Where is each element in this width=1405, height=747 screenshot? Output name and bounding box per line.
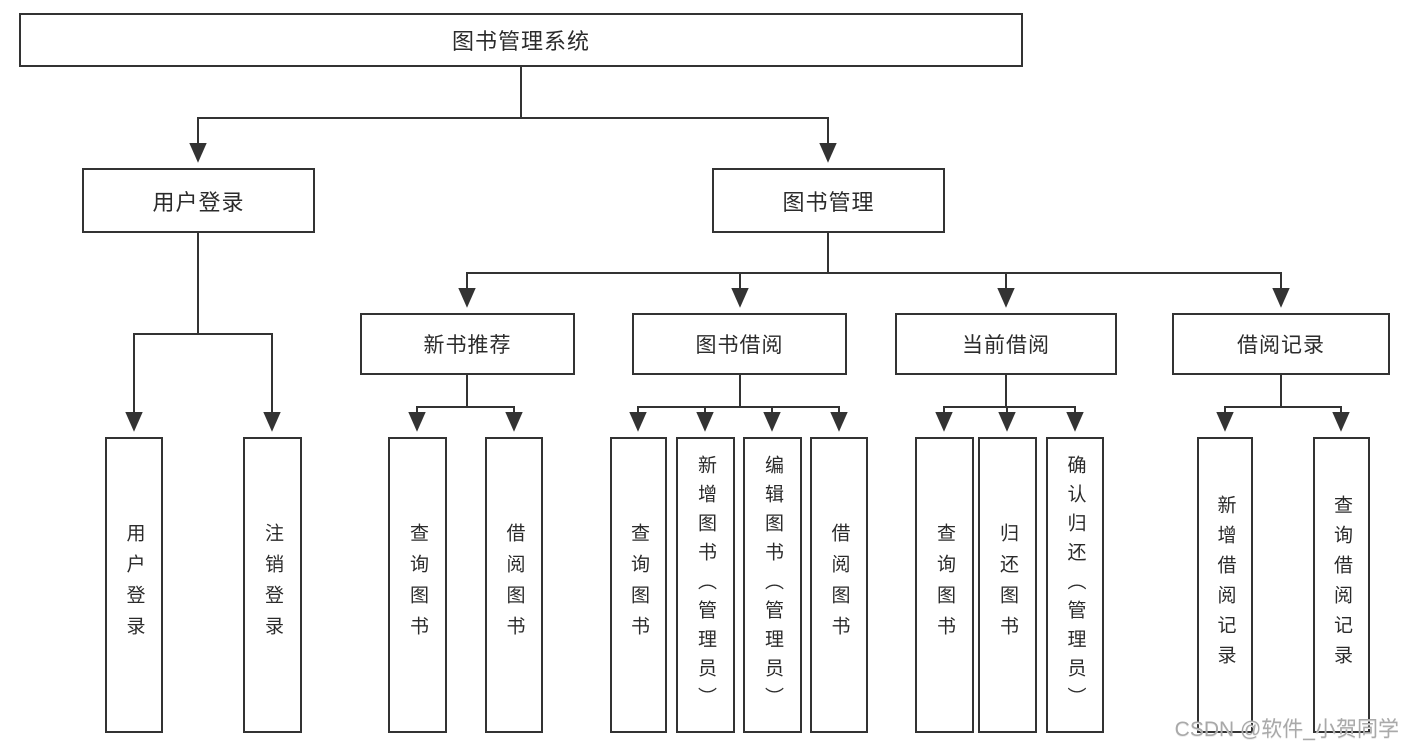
node-library-system: 图书管理系统: [19, 13, 1023, 67]
leaf-current-confirm-return-admin: 确认归还（管理员）: [1046, 437, 1104, 733]
node-current-borrow: 当前借阅: [895, 313, 1117, 375]
node-new-book-recommend: 新书推荐: [360, 313, 575, 375]
leaf-borrow-borrow-book: 借阅图书: [810, 437, 868, 733]
leaf-records-query-record: 查询借阅记录: [1313, 437, 1370, 733]
leaf-newbooks-query-book: 查询图书: [388, 437, 447, 733]
node-book-borrow: 图书借阅: [632, 313, 847, 375]
leaf-borrow-add-book-admin: 新增图书（管理员）: [676, 437, 735, 733]
leaf-current-query-book: 查询图书: [915, 437, 974, 733]
node-borrow-records: 借阅记录: [1172, 313, 1390, 375]
leaf-borrow-query-book: 查询图书: [610, 437, 667, 733]
csdn-watermark: CSDN @软件_小贺同学: [1174, 718, 1399, 741]
leaf-current-return-book: 归还图书: [978, 437, 1037, 733]
leaf-newbooks-borrow-book: 借阅图书: [485, 437, 543, 733]
leaf-logout: 注销登录: [243, 437, 302, 733]
node-user-login: 用户登录: [82, 168, 315, 233]
leaf-borrow-edit-book-admin: 编辑图书（管理员）: [743, 437, 802, 733]
leaf-user-login: 用户登录: [105, 437, 163, 733]
node-book-management: 图书管理: [712, 168, 945, 233]
leaf-records-add-record: 新增借阅记录: [1197, 437, 1253, 733]
